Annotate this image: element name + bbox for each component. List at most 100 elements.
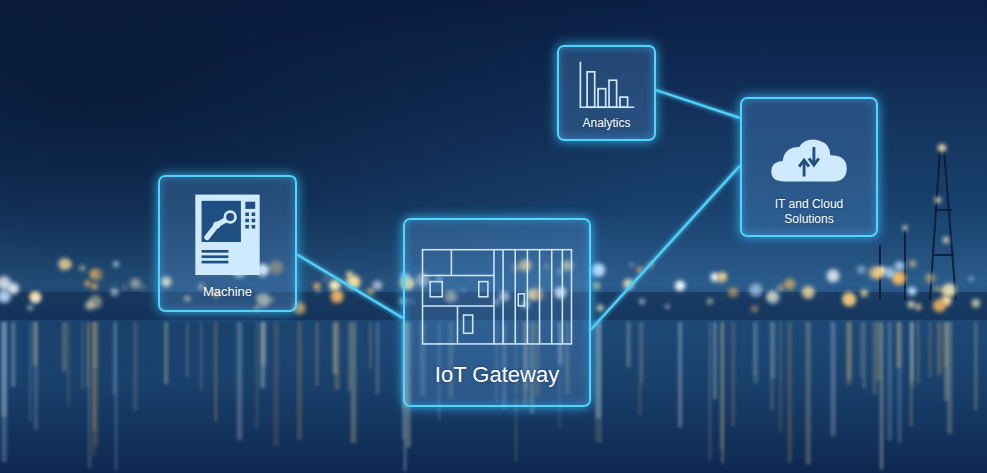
light-reflection [928,322,932,378]
icon-box: Machine [158,175,297,312]
light-reflection [94,322,99,447]
light-reflection [29,322,31,421]
city-light [925,273,935,283]
light-reflection [186,322,188,377]
light-reflection [11,322,16,387]
light-reflection [937,322,942,375]
light-reflection [81,322,83,389]
city-light [597,305,604,312]
city-light [908,301,915,308]
city-light [860,289,868,297]
city-light [827,269,840,282]
city-light [639,299,645,305]
city-light [27,305,33,311]
light-reflection [887,322,892,440]
industrial-tower [880,150,956,300]
city-light [934,286,939,291]
city-light [842,292,854,304]
city-light [766,291,779,304]
city-light [943,237,949,243]
city-light [346,271,353,278]
light-reflection [237,322,243,440]
light-reflection [297,322,302,439]
icon-box: IT and Cloud Solutions [740,97,878,237]
city-light [728,287,738,297]
city-light [314,283,320,289]
city-light [707,299,712,304]
light-reflection [164,322,168,384]
light-reflection [376,322,380,395]
light-reflection [713,322,716,400]
city-light [749,284,762,297]
city-light [91,283,97,289]
light-reflection [860,322,863,378]
city-light [31,293,41,303]
city-light [784,279,795,290]
city-light [367,288,374,295]
light-reflection [863,322,866,389]
city-light [65,261,72,268]
city-light [969,277,973,281]
city-light [648,262,653,267]
city-light [675,281,685,291]
city-light [623,279,633,289]
city-light [591,263,605,277]
light-reflection [133,322,137,410]
city-light [0,276,11,290]
node-icon [742,99,876,197]
node-label: IT and Cloud Solutions [757,197,861,235]
city-light [908,287,917,296]
city-light [972,299,980,307]
light-reflection [214,322,217,422]
light-reflection [947,322,952,434]
node-label: Analytics [576,116,636,139]
city-light [593,282,600,289]
light-reflection [67,322,70,406]
light-reflection [830,322,835,436]
node-label: IoT Gateway [429,362,565,405]
city-light [130,278,141,289]
light-reflection [639,322,642,415]
light-reflection [273,322,279,447]
city-light [84,281,90,287]
light-reflection [86,322,88,387]
connector-line [656,90,740,118]
city-light [909,260,916,267]
city-light [767,291,777,301]
light-reflection [678,322,682,428]
light-reflection [256,322,258,428]
city-light [751,306,758,313]
node-label: Machine [197,284,258,310]
city-light [884,267,895,278]
city-light [373,281,382,290]
light-reflection [34,322,38,430]
city-light [329,280,340,291]
city-light [330,290,343,303]
city-light [915,304,921,310]
node-icon [559,47,654,116]
light-reflection [720,322,724,450]
light-reflection [770,322,774,410]
city-light [110,288,118,296]
light-reflection [62,322,67,371]
light-reflection [641,322,643,384]
light-reflection [731,322,735,426]
light-reflection [260,322,265,388]
city-light [857,266,865,274]
city-light [123,286,127,290]
connector-line [591,166,740,330]
icon-box: IoT Gateway [403,218,591,407]
city-light [873,268,884,279]
node-icon [405,220,589,362]
city-light [903,226,908,231]
light-reflection [753,322,758,383]
city-light [79,265,85,271]
light-reflection [1,322,6,462]
light-reflection [846,322,851,385]
light-reflection [753,322,756,376]
city-light [141,285,145,289]
